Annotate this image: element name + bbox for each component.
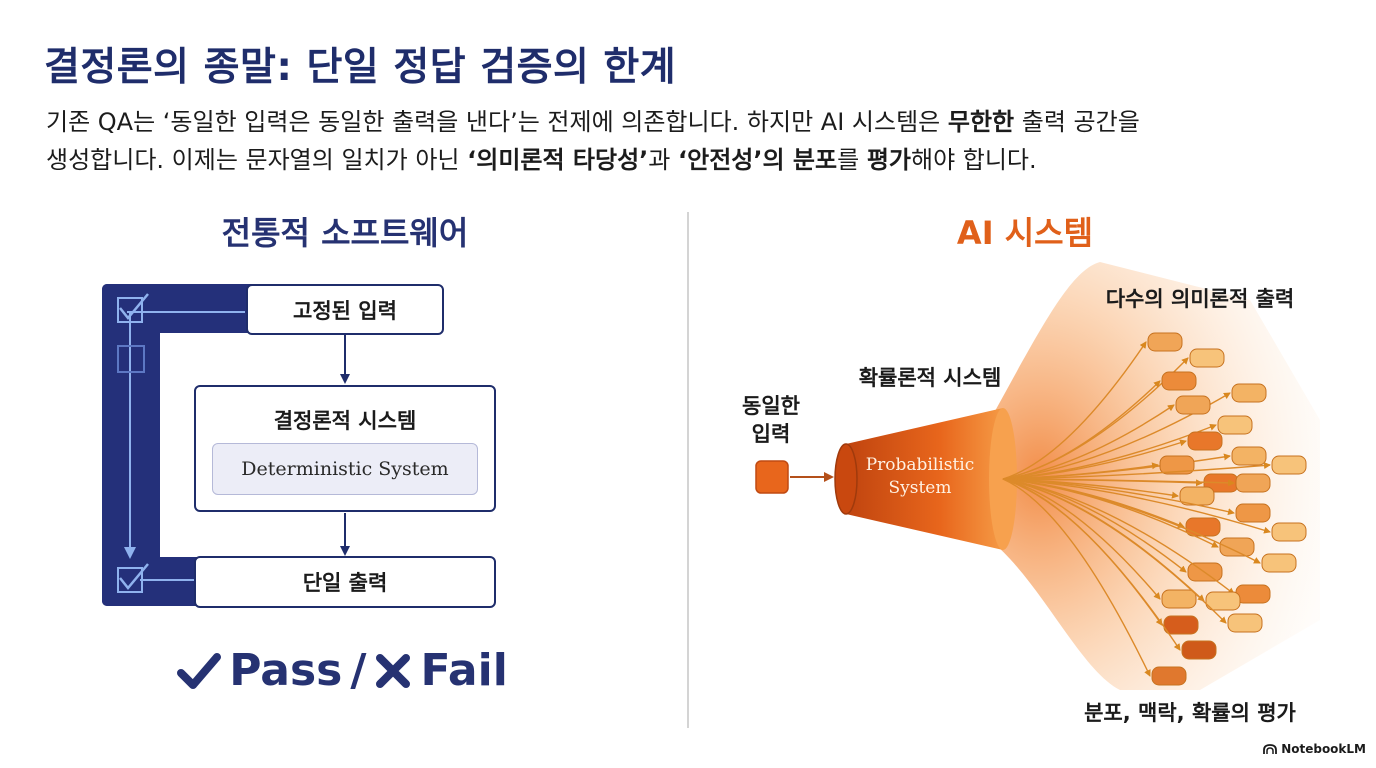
- output-pill: [1151, 666, 1187, 686]
- subtitle-text: 를: [837, 146, 867, 174]
- subtitle-bold: 평가: [866, 146, 911, 174]
- same-input-label: 동일한 입력: [742, 394, 800, 446]
- subtitle-bold: ‘안전성’의 분포: [678, 146, 838, 174]
- output-pill: [1227, 613, 1263, 633]
- fan-arrow: [1002, 478, 1151, 677]
- page-subtitle: 기존 QA는 ‘동일한 입력은 동일한 출력을 낸다’는 전제에 의존합니다. …: [46, 103, 1286, 179]
- output-pill: [1161, 371, 1197, 391]
- output-fan: [1002, 332, 1307, 686]
- output-pill: [1185, 517, 1221, 537]
- output-pill: [1231, 383, 1267, 403]
- subtitle-text: 출력 공간을: [1014, 108, 1140, 136]
- output-pill: [1205, 591, 1241, 611]
- output-pill: [1187, 431, 1223, 451]
- check-icon: [119, 563, 149, 590]
- fan-arrow: [1002, 404, 1175, 480]
- output-pill: [1235, 503, 1271, 523]
- brand-name: NotebookLM: [1281, 742, 1366, 756]
- fan-arrow: [1002, 341, 1147, 480]
- subtitle-text: 해야 합니다.: [910, 146, 1037, 174]
- deterministic-system-box: 결정론적 시스템 Deterministic System: [194, 385, 496, 512]
- deterministic-system-label: 결정론적 시스템: [273, 409, 417, 433]
- fan-arrow: [1002, 478, 1261, 564]
- fan-arrow: [1002, 478, 1181, 651]
- output-pill: [1159, 455, 1195, 475]
- traditional-software-heading: 전통적 소프트웨어: [221, 214, 469, 252]
- output-pill: [1161, 589, 1197, 609]
- output-pill: [1217, 415, 1253, 435]
- single-output-box: 단일 출력: [194, 556, 496, 608]
- output-distribution-glow: [990, 262, 1320, 690]
- fan-arrow: [1002, 478, 1227, 624]
- fan-arrow: [1002, 478, 1235, 487]
- output-pill: [1271, 455, 1307, 475]
- output-pill: [1175, 395, 1211, 415]
- cross-icon: [376, 653, 411, 688]
- page-title: 결정론의 종말: 단일 정답 검증의 한계: [44, 45, 677, 90]
- fan-arrow: [1002, 439, 1187, 480]
- probabilistic-system-label: 확률론적 시스템: [858, 366, 1002, 390]
- fixed-input-box: 고정된 입력: [246, 284, 444, 335]
- deterministic-system-inner: Deterministic System: [212, 443, 478, 495]
- pass-fail-label: Pass / Fail: [170, 645, 515, 696]
- output-pill: [1231, 446, 1267, 466]
- evaluation-footer-label: 분포, 맥락, 확률의 평가: [1084, 701, 1296, 725]
- output-pill: [1189, 348, 1225, 368]
- check-icon: [119, 293, 149, 320]
- verification-frame: [102, 284, 252, 606]
- output-pill: [1235, 584, 1271, 604]
- notebooklm-icon: [1263, 744, 1278, 754]
- subtitle-bold: 무한한: [947, 108, 1015, 136]
- ai-system-heading: AI 시스템: [956, 214, 1094, 252]
- output-pill: [1235, 473, 1271, 493]
- pass-text: Pass: [229, 645, 343, 696]
- output-pill: [1261, 553, 1297, 573]
- fan-arrow: [1002, 478, 1161, 600]
- output-pill: [1147, 332, 1183, 352]
- subtitle-text: 생성합니다. 이제는 문자열의 일치가 아닌: [46, 146, 468, 174]
- input-token: [755, 460, 789, 494]
- fan-arrow: [1002, 478, 1235, 595]
- check-icon: [177, 652, 222, 689]
- subtitle-text: 과: [648, 146, 679, 174]
- subtitle-bold: ‘의미론적 타당성’: [467, 146, 649, 174]
- probabilistic-system-inner: Probabilistic System: [865, 455, 975, 498]
- output-pill: [1219, 537, 1255, 557]
- panel-divider: [687, 212, 689, 728]
- fan-arrow: [1002, 461, 1271, 480]
- fan-arrow: [1002, 380, 1161, 480]
- fan-arrow: [1002, 478, 1271, 534]
- brand-logo: NotebookLM: [1263, 742, 1366, 756]
- output-pill: [1163, 615, 1199, 635]
- multiple-outputs-label: 다수의 의미론적 출력: [1105, 287, 1295, 311]
- output-pill: [1181, 640, 1217, 660]
- subtitle-text: 기존 QA는 ‘동일한 입력은 동일한 출력을 낸다’는 전제에 의존합니다. …: [46, 108, 948, 136]
- output-pill: [1271, 522, 1307, 542]
- separator-text: /: [350, 645, 367, 696]
- fail-text: Fail: [420, 645, 508, 696]
